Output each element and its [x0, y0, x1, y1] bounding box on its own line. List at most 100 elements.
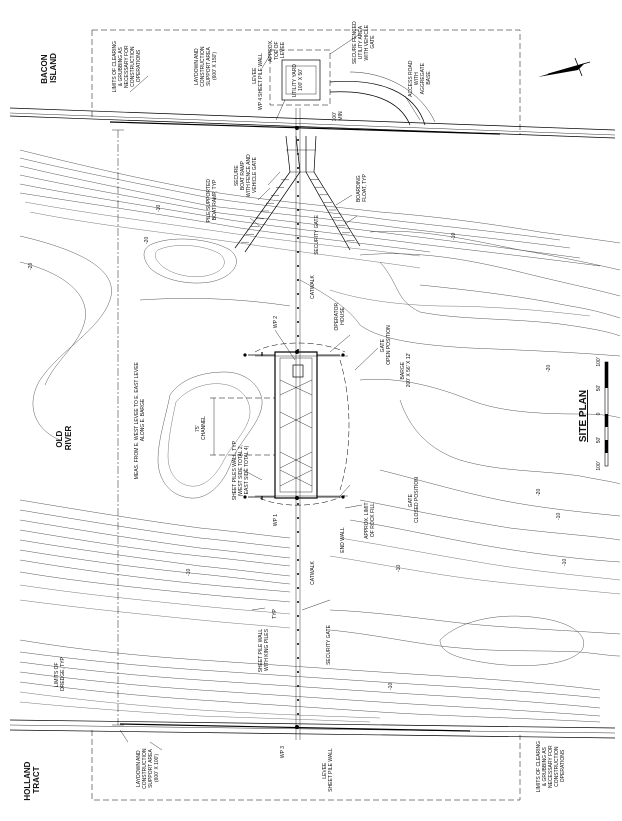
pile-ramp-label: PILE SUPPORTED BOAT RAMP, TYP: [206, 178, 218, 223]
catwalk-pile: [297, 545, 299, 547]
catwalk-pile: [297, 517, 299, 519]
contour-label: -10: [388, 683, 394, 690]
contour-label: -10: [186, 569, 192, 576]
catwalk-pile: [297, 237, 299, 239]
security-gate-top-label: SECURITY GATE: [314, 214, 320, 254]
catwalk-pile: [297, 139, 299, 141]
scale-label: 100': [596, 357, 602, 366]
contour-label: -10: [556, 513, 562, 520]
typ-label: TYP: [272, 608, 278, 618]
boat-ramps: [234, 135, 361, 253]
catwalk-pile: [297, 699, 299, 701]
contour-label: -10: [451, 233, 457, 240]
levee-sheet-pile-bottom-label: LEVEE SHEET PILE WALL: [322, 748, 334, 792]
catwalk-pile: [297, 713, 299, 715]
catwalk-pile: [297, 293, 299, 295]
construction-boundaries: [91, 29, 521, 801]
scale-label: 0: [596, 412, 602, 415]
catwalk-pile: [297, 321, 299, 323]
measurement-lines: [112, 129, 124, 726]
gate-closed-label: GATE CLOSED POSITION: [408, 477, 420, 523]
wp3-label: WP 3: [280, 746, 286, 758]
secure-ramp-label: SECURE BOAT RAMP WITH FENCE AND VEHICLE …: [234, 153, 258, 197]
bacon-island-label: BACON ISLAND: [40, 52, 58, 84]
limits-dredge-label: LIMITS OF DREDGE, TYP: [54, 656, 66, 690]
catwalk-pile: [297, 223, 299, 225]
wp2-marker: [295, 350, 299, 354]
catwalk-pile: [297, 615, 299, 617]
catwalk-pile: [297, 573, 299, 575]
catwalk-pile: [297, 251, 299, 253]
wp4-marker: [295, 126, 299, 130]
sheet-pile-king-label: SHEET PILE WALL WITH KING PILES: [258, 628, 270, 673]
operator-house-label: OPERATOR HOUSE: [334, 302, 346, 331]
holland-tract-label: HOLLAND TRACT: [23, 759, 41, 800]
access-road-label: ACCESS ROAD WITH AGGREGATE BASE: [408, 59, 432, 97]
catwalk-pile: [297, 307, 299, 309]
contour-label: -20: [536, 489, 542, 496]
contour-label: -10: [562, 559, 568, 566]
wp1-marker: [295, 496, 299, 500]
wp2-label: WP 2: [273, 316, 279, 328]
gate-open-label: GATE OPEN POSITION: [380, 325, 392, 365]
catwalk-pile: [297, 643, 299, 645]
limits-bottom-label: LIMITS OF CLEARING & GRUBBING AS NECESSA…: [536, 740, 566, 793]
utility-area: [269, 49, 436, 126]
work-points: [295, 126, 299, 729]
catwalk-pile: [297, 167, 299, 169]
catwalk-pile: [297, 629, 299, 631]
leader-lines: [119, 33, 421, 751]
sheet-title: SITE PLAN: [578, 390, 589, 442]
catwalk-pile: [297, 657, 299, 659]
catwalk-pile: [297, 601, 299, 603]
boarding-float-label: BOARDING FLOAT, TYP: [356, 174, 368, 202]
secure-utility-label: SECURE FENCED UTILITY AREA WITH VEHICLE …: [352, 20, 376, 64]
wp4-label: WP 4: [258, 98, 264, 110]
catwalk-pile: [297, 279, 299, 281]
end-wall-label: END WALL: [340, 527, 346, 553]
bathymetry-contours: [19, 149, 621, 723]
catwalk-pile: [297, 195, 299, 197]
laydown-top-label: LAYDOWN AND CONSTRUCTION SUPPORT AREA (6…: [194, 45, 218, 87]
measurement-note: MEAS. FROM E. WEST LEVEE TO E. EAST LEVE…: [134, 361, 146, 480]
levee-lines: [9, 107, 616, 739]
contour-label: -20: [144, 237, 150, 244]
wp3-marker: [295, 725, 299, 729]
catwalk-pile: [297, 181, 299, 183]
approx-toe-label: APPROX. TOE OF LEVEE: [268, 38, 286, 62]
utility-yard: [281, 59, 321, 101]
catwalk-pile: [297, 265, 299, 267]
scale-label: 50': [596, 437, 602, 444]
old-river-label: OLD RIVER: [55, 426, 73, 451]
catwalk-top-label: CATWALK: [310, 275, 316, 299]
sheet-piles-label: SHEET PILES WALL, TYP (WEST SIDE TOTAL 2…: [232, 440, 250, 501]
scale-bar-graphic: [604, 361, 609, 467]
catwalk-pile: [297, 503, 299, 505]
scale-label: 100': [596, 461, 602, 470]
catwalk-pile: [297, 209, 299, 211]
scale-label: 50': [596, 385, 602, 392]
wp1-label: WP 1: [273, 514, 279, 526]
catwalk-pile: [297, 559, 299, 561]
catwalk-pile: [297, 671, 299, 673]
catwalk-pile: [297, 685, 299, 687]
operator-house: [292, 364, 304, 378]
limits-top-label: LIMITS OF CLEARING & GRUBBING AS NECESSA…: [112, 40, 142, 93]
catwalk-pile: [297, 335, 299, 337]
catwalk-pile: [297, 587, 299, 589]
contour-label: -10: [396, 565, 402, 572]
levee-sheet-pile-top-label: LEVEE SHEET PILE WALL: [252, 53, 264, 97]
approx-limit-label: APPROX. LIMIT OF ROCK FILL: [364, 501, 376, 539]
catwalk-bottom-label: CATWALK: [310, 561, 316, 585]
barge-label: BARGE 200' X 56' X 12': [400, 353, 412, 388]
annotations: BACON ISLAND HOLLAND TRACT OLD RIVER LIM…: [23, 20, 602, 801]
contour-label: -20: [546, 365, 552, 372]
centerline-catwalk: [295, 108, 301, 740]
contour-label: -20: [28, 263, 34, 270]
north-arrow-icon: [538, 57, 591, 77]
security-gate-bottom-label: SECURITY GATE: [326, 624, 332, 664]
laydown-bottom-label: LAYDOWN AND CONSTRUCTION SUPPORT AREA (6…: [136, 747, 160, 789]
barge-structure: [210, 342, 350, 506]
